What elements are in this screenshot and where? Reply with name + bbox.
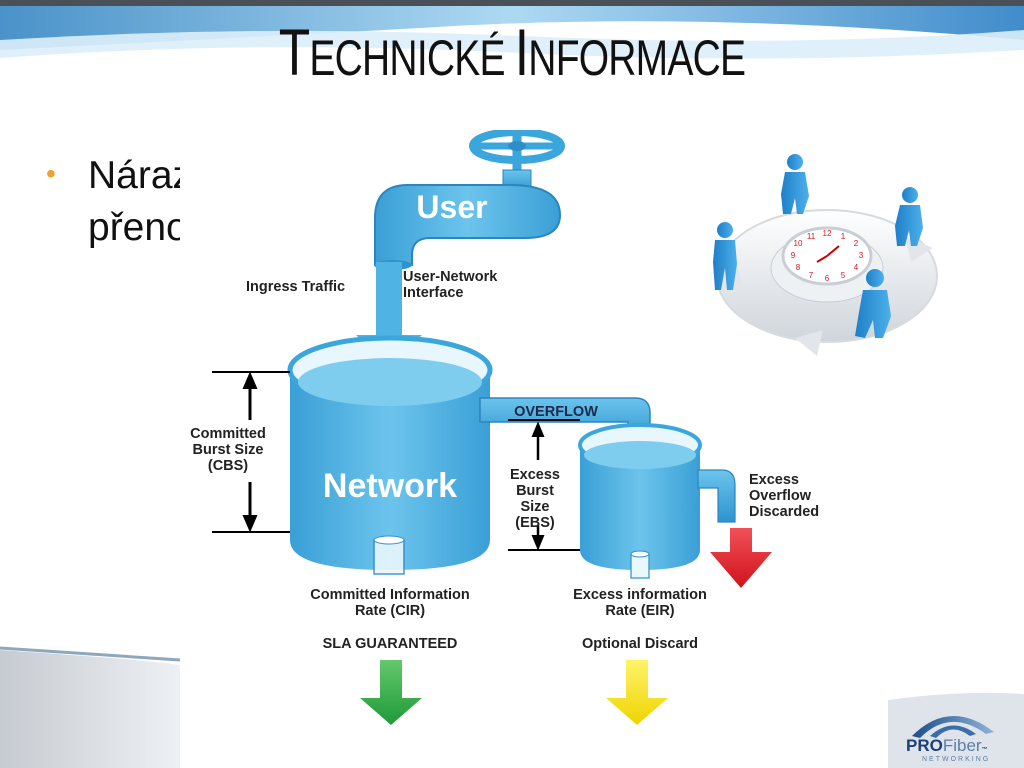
ebs-label-line1: Excess <box>510 467 560 483</box>
clock-num-1: 1 <box>841 232 846 241</box>
clock-num-10: 10 <box>794 239 803 248</box>
clock-num-11: 11 <box>807 232 816 241</box>
ebs-label-line3: Size <box>520 499 550 515</box>
cbs-label: Committed Burst Size (CBS) <box>180 426 276 474</box>
logo-tm: ™ <box>982 746 988 753</box>
eir-label: Excess information Rate (EIR) <box>540 587 740 619</box>
overflow-label: OVERFLOW <box>514 404 598 420</box>
network-tank <box>287 335 493 575</box>
clock-num-9: 9 <box>791 251 796 260</box>
eod-line1: Excess <box>749 472 799 488</box>
title-word-2: NFORMACE <box>528 30 746 86</box>
ebs-label-line4: (EBS) <box>515 515 555 531</box>
cbs-label-line3: (CBS) <box>207 458 249 474</box>
optional-discard-label: Optional Discard <box>581 636 699 652</box>
title-word-1: ECHNICKÉ <box>309 30 515 86</box>
cir-label: Committed Information Rate (CIR) <box>280 587 500 619</box>
excess-overflow-label: Excess Overflow Discarded <box>749 472 819 520</box>
excess-tank <box>578 423 736 579</box>
profiber-logo: PROFiber™ NETWORKING <box>890 690 1024 768</box>
sla-label: SLA GUARANTEED <box>322 636 458 652</box>
ebs-label: Excess Burst Size (EBS) <box>498 467 572 531</box>
logo-brand-bold: PRO <box>906 736 943 755</box>
uni-label-line1: User-Network <box>403 269 498 285</box>
cbs-label-line1: Committed <box>190 426 266 442</box>
uni-label: User-Network Interface <box>403 269 497 301</box>
cbs-dimension <box>212 371 290 533</box>
yellow-arrow <box>606 660 668 725</box>
clock-num-2: 2 <box>854 239 859 248</box>
network-label: Network <box>323 467 457 505</box>
person-icon-2 <box>895 187 923 246</box>
clock-num-7: 7 <box>809 271 814 280</box>
ingress-label: Ingress Traffic <box>246 279 346 295</box>
clock-numbers: 12 1 2 3 4 5 6 7 8 9 10 11 <box>791 229 864 283</box>
cir-line1: Committed Information <box>310 587 470 603</box>
title-letter-i: I <box>514 15 529 89</box>
person-icon-4 <box>855 269 891 338</box>
cir-line2: Rate (CIR) <box>354 603 426 619</box>
user-label: User <box>416 189 487 225</box>
logo-brand-light: Fiber <box>943 736 982 755</box>
logo-sub: NETWORKING <box>922 756 990 763</box>
svg-text:PROFiber™: PROFiber™ <box>906 736 988 755</box>
title-letter-t: T <box>278 15 310 89</box>
clock-num-12: 12 <box>823 229 832 238</box>
eir-line1: Excess information <box>573 587 707 603</box>
uni-label-line2: Interface <box>403 285 464 301</box>
eod-line3: Discarded <box>749 504 820 520</box>
clock-num-8: 8 <box>796 263 801 272</box>
ebs-label-line2: Burst <box>516 483 554 499</box>
bullet-dot: • <box>46 158 56 189</box>
ebs-dimension <box>508 419 580 551</box>
diagram-graphic: User Network OVERFLOW <box>212 128 772 725</box>
red-arrow <box>710 528 772 588</box>
profiber-arc-icon: PROFiber™ NETWORKING <box>906 715 994 763</box>
slide-title: TECHNICKÉ INFORMACE <box>113 14 912 90</box>
clock-num-6: 6 <box>825 274 830 283</box>
person-icon <box>781 154 809 214</box>
clock-num-4: 4 <box>854 263 859 272</box>
cbs-label-line2: Burst Size <box>192 442 264 458</box>
clock-num-5: 5 <box>841 271 846 280</box>
clock-num-3: 3 <box>859 251 864 260</box>
person-icon-3 <box>713 222 737 290</box>
green-arrow <box>360 660 422 725</box>
eir-line2: Rate (EIR) <box>605 603 675 619</box>
eod-line2: Overflow <box>749 488 812 504</box>
teamwork-clock-illustration: 12 1 2 3 4 5 6 7 8 9 10 11 <box>713 154 938 356</box>
